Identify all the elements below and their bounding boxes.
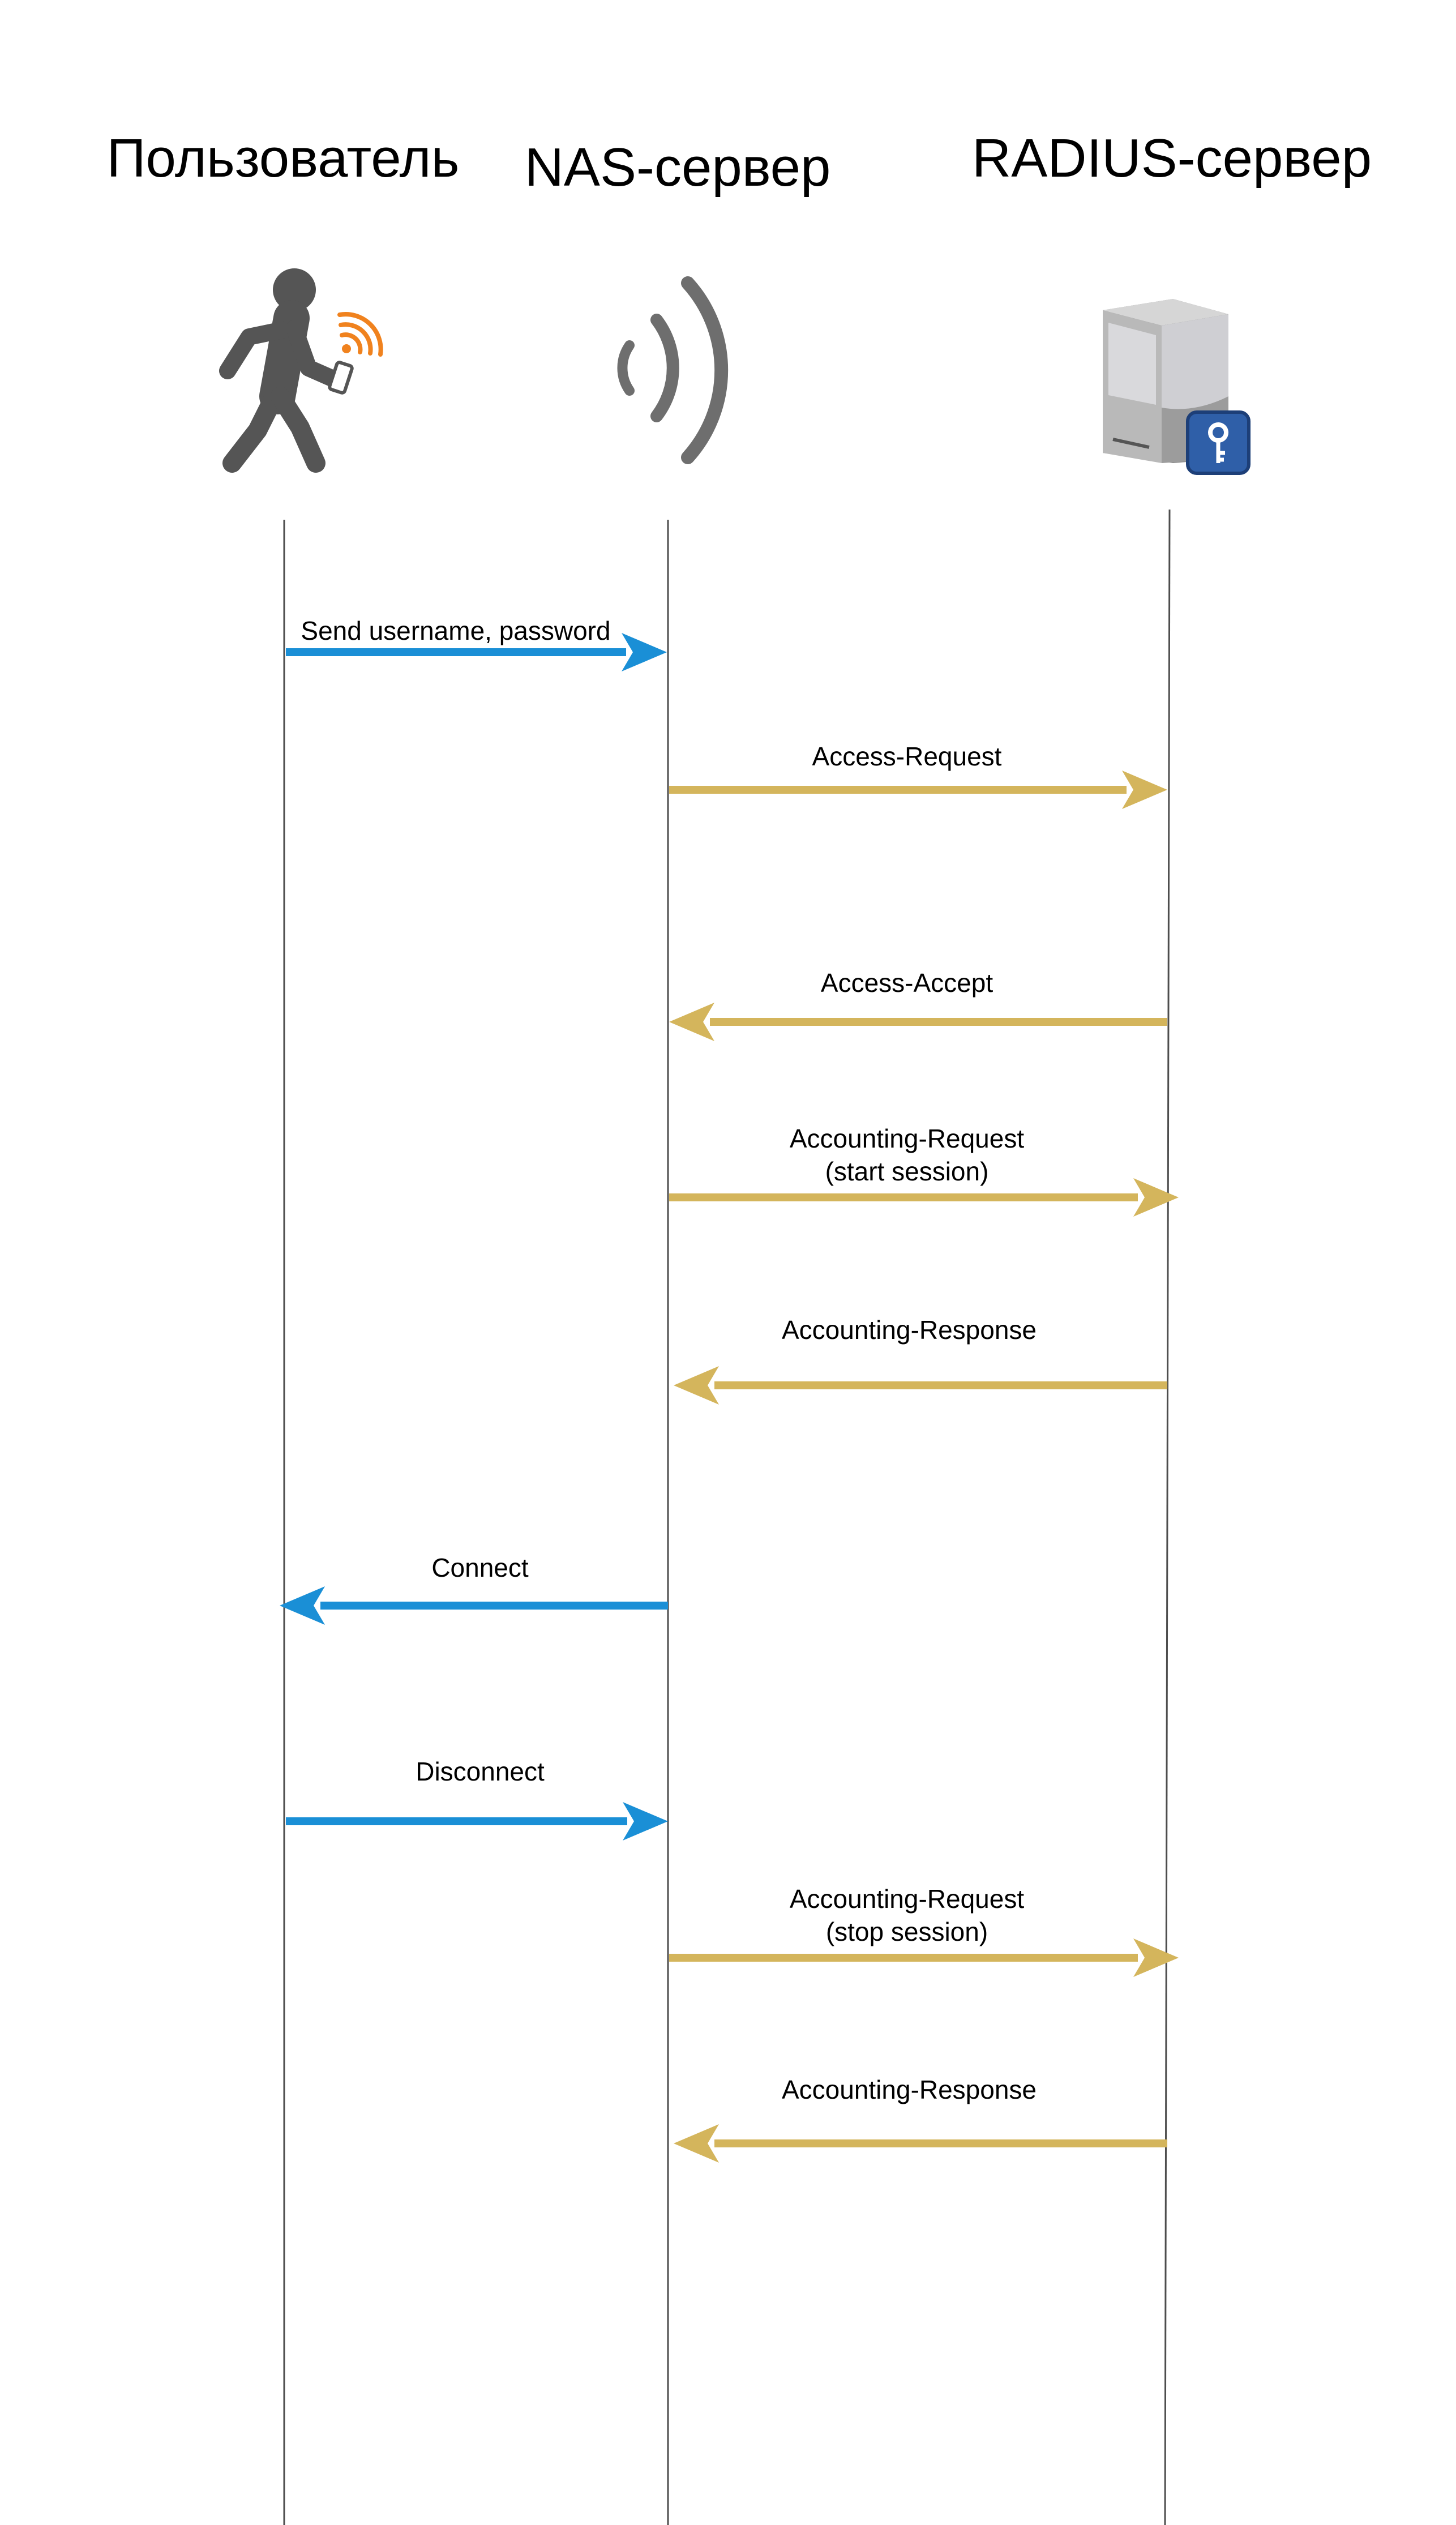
message-label-line: Access-Accept xyxy=(821,968,993,998)
lifeline-radius xyxy=(1164,509,1171,2525)
message-label-line: (stop session) xyxy=(826,1917,988,1946)
message-label-line: Accounting-Request xyxy=(790,1884,1024,1914)
wireless-signal-icon xyxy=(617,276,729,464)
message: Access-Accept xyxy=(669,968,1167,1041)
message: Accounting-Request (start session) xyxy=(669,1124,1179,1217)
message: Accounting-Response xyxy=(674,1315,1167,1405)
arrowhead-left xyxy=(674,2124,719,2163)
arrowhead-right xyxy=(1122,771,1167,809)
arrowhead-left xyxy=(280,1586,325,1625)
actor-title-radius: RADIUS-сервер xyxy=(972,128,1372,189)
message: Disconnect xyxy=(286,1757,668,1841)
arrowhead-right xyxy=(1133,1178,1179,1217)
walking-person-with-phone-icon xyxy=(219,268,383,473)
message-label-line: (start session) xyxy=(825,1157,989,1186)
message-label-line: Disconnect xyxy=(416,1757,545,1786)
arrowhead-left xyxy=(674,1366,719,1405)
message-label-line: Accounting-Response xyxy=(782,2075,1037,2104)
message-label-line: Accounting-Response xyxy=(782,1315,1037,1345)
arrowhead-right xyxy=(1133,1938,1179,1977)
message-label-line: Send username, password xyxy=(301,616,610,645)
message: Access-Request xyxy=(669,742,1167,809)
message-label-line: Accounting-Request xyxy=(790,1124,1024,1153)
message: Send username, password xyxy=(286,616,667,671)
arrowhead-left xyxy=(669,1003,714,1041)
arrowhead-right xyxy=(623,1802,668,1841)
message: Accounting-Response xyxy=(674,2075,1167,2163)
message-label-line: Connect xyxy=(431,1553,529,1582)
message: Accounting-Request (stop session) xyxy=(669,1884,1179,1977)
message: Connect xyxy=(280,1553,668,1625)
arrowhead-right xyxy=(622,633,667,671)
actor-title-user: Пользователь xyxy=(107,128,460,189)
actor-title-nas: NAS-сервер xyxy=(525,137,831,198)
message-label-line: Access-Request xyxy=(812,742,1002,771)
server-with-key-icon xyxy=(1103,299,1251,475)
